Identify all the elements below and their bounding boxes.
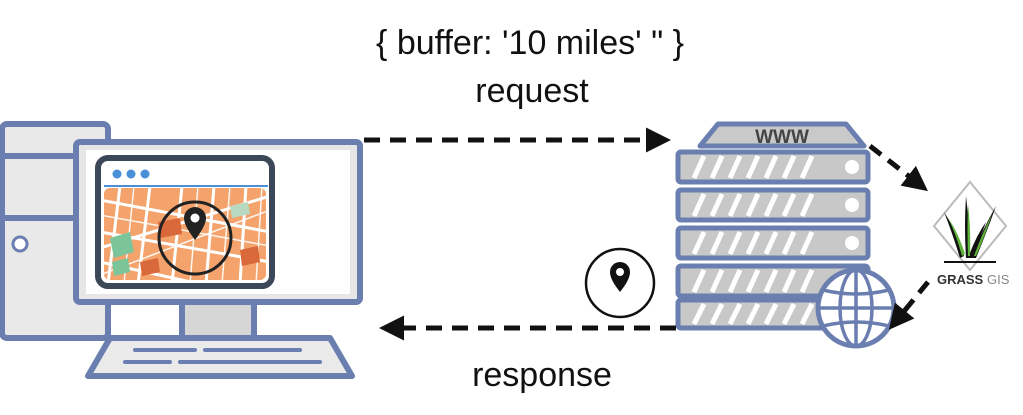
server-unit — [675, 225, 871, 261]
buffer-circle — [157, 200, 233, 276]
browser-window — [95, 155, 275, 289]
server-unit — [675, 149, 871, 185]
map-view — [104, 188, 266, 280]
globe-icon — [815, 267, 897, 349]
process-arrow — [868, 144, 928, 192]
location-badge — [584, 247, 656, 319]
map-pin-icon — [184, 207, 206, 240]
gis-logo-text: GIS — [987, 272, 1010, 287]
www-badge: WWW — [755, 127, 809, 148]
server-unit — [675, 187, 871, 223]
response-label: response — [472, 356, 612, 394]
grass-gis-logo: GRASS GIS — [932, 180, 1010, 287]
map-pin-icon — [610, 262, 630, 292]
server-icon: WWW — [675, 121, 897, 349]
request-payload-label: { buffer: '10 miles' " } — [376, 24, 684, 62]
computer-icon — [0, 121, 363, 379]
grass-logo-text: GRASS — [937, 272, 984, 287]
request-label: request — [475, 72, 589, 110]
result-arrow — [888, 280, 930, 330]
computer-keyboard — [85, 335, 355, 379]
